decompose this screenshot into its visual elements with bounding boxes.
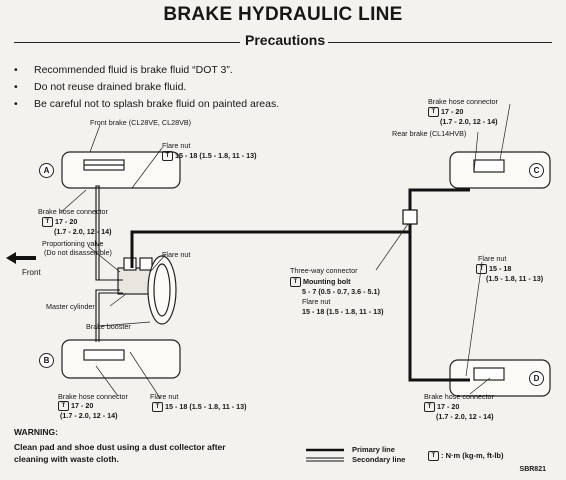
bullet-icon: • xyxy=(14,64,18,76)
brake-hose-connector-bottom-torque-detail: (1.7 - 2.0, 12 - 14) xyxy=(60,411,118,420)
warning-text-line2: cleaning with waste cloth. xyxy=(14,454,119,464)
brake-hose-connector-left-label: Brake hose connector xyxy=(38,207,108,216)
flare-nut-right-label: Flare nut xyxy=(478,254,507,263)
legend-primary-label: Primary line xyxy=(352,445,395,454)
leader-lines xyxy=(59,103,511,399)
torque-wrench-icon: T xyxy=(152,402,163,413)
primary-line xyxy=(130,188,470,382)
corner-marker-b: B xyxy=(39,353,54,368)
section-rule-right xyxy=(328,42,552,43)
flare-nut-bottom-label: Flare nut xyxy=(150,392,179,401)
front-brake-label: Front brake (CL28VE, CL28VB) xyxy=(90,118,192,127)
legend-lines xyxy=(306,448,344,462)
section-rule-left xyxy=(14,42,240,43)
rear-left-brake xyxy=(449,359,551,397)
brake-hose-connector-left-torque-detail: (1.7 - 2.0, 12 - 14) xyxy=(54,227,112,236)
list-item: •Recommended fluid is brake fluid “DOT 3… xyxy=(14,64,233,76)
proportioning-valve-label: Proportioning valve xyxy=(42,239,104,248)
brake-booster-label: Brake booster xyxy=(86,322,131,331)
flare-nut-center-label: Flare nut xyxy=(302,297,331,306)
flare-nut-top-label: Flare nut xyxy=(162,141,191,150)
brake-hose-connector-bottom-right-torque-detail: (1.7 - 2.0, 12 - 14) xyxy=(436,412,494,421)
secondary-line xyxy=(95,185,123,342)
front-left-brake xyxy=(61,151,181,189)
torque-wrench-icon: T xyxy=(424,402,435,413)
precautions-list: •Recommended fluid is brake fluid “DOT 3… xyxy=(14,64,279,115)
flare-nut-right-torque-detail: (1.5 - 1.8, 11 - 13) xyxy=(486,274,544,283)
warning-text-line1: Clean pad and shoe dust using a dust col… xyxy=(14,442,226,452)
warning-block: WARNING: Clean pad and shoe dust using a… xyxy=(14,426,226,465)
three-way-connector xyxy=(402,209,418,225)
legend-secondary-label: Secondary line xyxy=(352,455,406,464)
front-right-brake xyxy=(61,339,181,379)
brake-hose-connector-bottom-label: Brake hose connector xyxy=(58,392,128,401)
torque-wrench-icon: T xyxy=(58,401,69,412)
torque-wrench-icon: T xyxy=(476,264,487,275)
list-item: •Do not reuse drained brake fluid. xyxy=(14,81,187,93)
mounting-bolt-torque: 5 - 7 (0.5 - 0.7, 3.6 - 5.1) xyxy=(302,287,380,296)
master-cylinder-label: Master cylinder xyxy=(46,302,95,311)
section-heading: Precautions xyxy=(243,32,328,48)
front-arrow-icon xyxy=(6,252,36,264)
flare-nut-center-torque: 15 - 18 (1.5 - 1.8, 11 - 13) xyxy=(302,307,384,316)
torque-wrench-icon: T xyxy=(42,217,53,228)
brake-hose-connector-top-right-label: Brake hose connector xyxy=(428,97,498,106)
three-way-connector-label: Three-way connector xyxy=(290,266,358,275)
page-title: BRAKE HYDRAULIC LINE xyxy=(163,4,403,25)
torque-wrench-icon: T xyxy=(290,277,301,288)
brake-hose-connector-top-right-torque-detail: (1.7 - 2.0, 12 - 14) xyxy=(440,117,498,126)
brake-hose-connector-bottom-right-label: Brake hose connector xyxy=(424,392,494,401)
torque-wrench-icon: T xyxy=(428,451,439,462)
corner-marker-d: D xyxy=(529,371,544,386)
legend-torque-unit: T: N·m (kg-m, ft-lb) xyxy=(428,451,504,462)
corner-marker-c: C xyxy=(529,163,544,178)
proportioning-valve-note: (Do not disassemble) xyxy=(44,248,112,257)
bullet-icon: • xyxy=(14,81,18,93)
warning-title: WARNING: xyxy=(14,427,58,437)
rear-brake-label: Rear brake (CL14HVB) xyxy=(392,129,467,138)
corner-marker-a: A xyxy=(39,163,54,178)
torque-wrench-icon: T xyxy=(428,107,439,118)
list-item: •Be careful not to splash brake fluid on… xyxy=(14,98,280,110)
torque-wrench-icon: T xyxy=(162,151,173,162)
front-label: Front xyxy=(22,268,41,277)
bullet-icon: • xyxy=(14,98,18,110)
brake-booster xyxy=(147,255,177,325)
flare-nut-mid-label: Flare nut xyxy=(162,250,191,259)
figure-reference: SBR821 xyxy=(519,466,546,473)
